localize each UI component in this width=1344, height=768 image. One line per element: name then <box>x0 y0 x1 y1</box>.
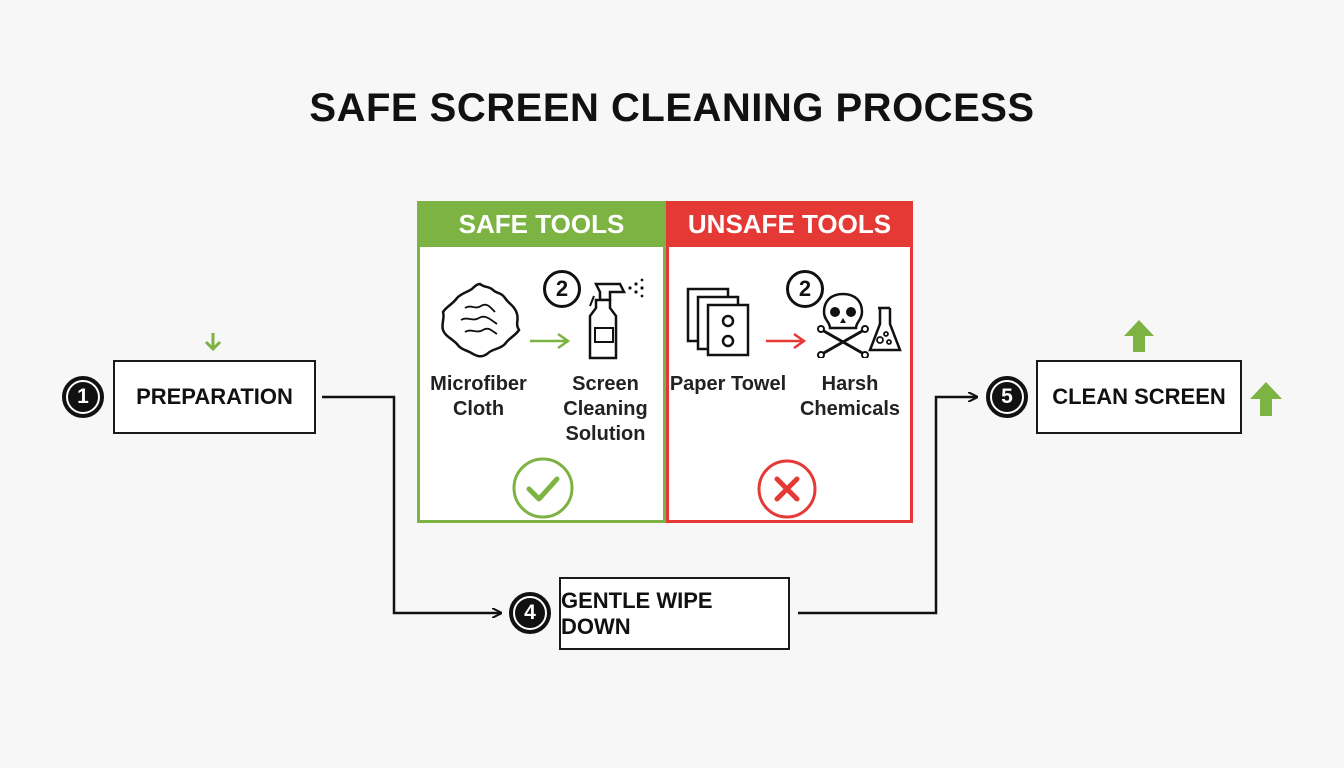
step-gentle-wipe-label: GENTLE WIPE DOWN <box>561 587 713 639</box>
safe-tools-panel: SAFE TOOLS <box>417 201 666 523</box>
unsafe-tool-chemicals-label: Harsh Chemicals <box>799 373 901 420</box>
down-arrow-icon <box>204 333 222 352</box>
unsafe-tools-panel: UNSAFE TOOLS <box>666 201 913 523</box>
unsafe-arrow-icon <box>766 332 807 350</box>
paper-towel-icon <box>686 287 750 357</box>
step-clean-screen-label: CLEAN SCREEN <box>1052 384 1226 409</box>
safe-step-2-badge: 2 <box>543 270 581 308</box>
unsafe-tool-paper-towel-label: Paper Towel <box>669 373 787 395</box>
safe-arrow-icon <box>530 332 571 350</box>
step-4-badge: 4 <box>509 592 551 634</box>
step-gentle-wipe: GENTLE WIPE DOWN <box>559 577 790 650</box>
safe-tools-header: SAFE TOOLS <box>417 201 666 247</box>
step-clean-screen: CLEAN SCREEN <box>1036 360 1242 434</box>
safe-tool-microfiber-label: Microfiber Cloth <box>430 373 527 420</box>
x-mark-icon <box>757 459 817 519</box>
skull-crossbones-icon <box>817 292 902 358</box>
cloth-icon <box>441 282 521 358</box>
checkmark-icon <box>512 457 574 519</box>
connector-prep-to-wipe <box>322 395 500 613</box>
connector-wipe-to-clean <box>798 397 976 615</box>
page-title: SAFE SCREEN CLEANING PROCESS <box>309 86 1035 130</box>
up-arrow-icon-right <box>1250 382 1282 416</box>
step-1-badge: 1 <box>62 376 104 418</box>
spray-bottle-icon <box>588 278 644 360</box>
step-5-badge: 5 <box>986 376 1028 418</box>
safe-tool-solution-label: Screen Cleaning Solution <box>563 373 648 445</box>
step-preparation: PREPARATION <box>113 360 316 434</box>
unsafe-step-2-badge: 2 <box>786 270 824 308</box>
unsafe-tools-header: UNSAFE TOOLS <box>666 201 913 247</box>
up-arrow-icon <box>1124 320 1154 352</box>
step-preparation-label: PREPARATION <box>136 384 293 409</box>
